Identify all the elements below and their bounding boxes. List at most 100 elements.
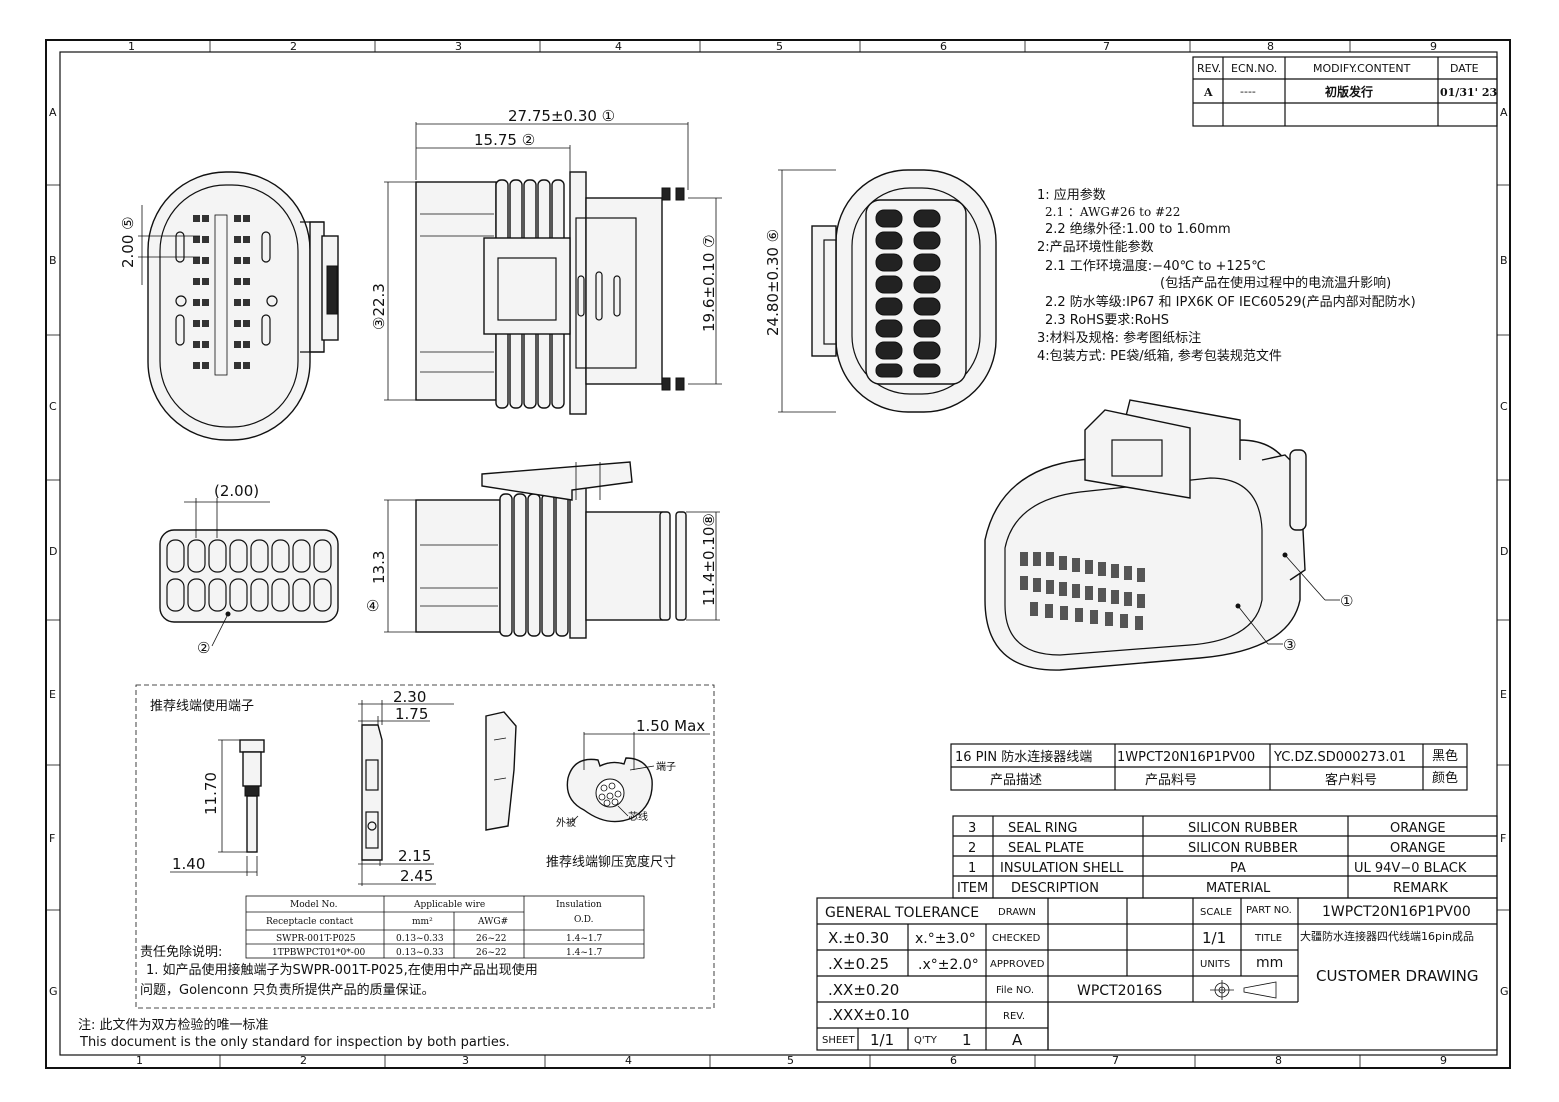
border-frame <box>45 39 1511 1069</box>
approved-label: APPROVED <box>990 959 1045 970</box>
product-desc-label: 产品描述 <box>990 773 1042 788</box>
date-header: DATE <box>1450 62 1479 75</box>
col-label: 8 <box>1267 40 1274 53</box>
th-receptacle: Receptacle contact <box>266 917 354 927</box>
td-od: 1.4~1.7 <box>566 948 602 958</box>
product-part-label: 产品料号 <box>1145 773 1197 788</box>
row-label: A <box>1500 106 1508 119</box>
product-desc: 16 PIN 防水连接器线端 <box>955 749 1092 765</box>
modify-header: MODIFY.CONTENT <box>1313 62 1411 75</box>
row-label: E <box>1500 688 1507 701</box>
terminal-title: 推荐线端使用端子 <box>150 698 254 714</box>
ang-tol-2: .x°±2.0° <box>918 957 979 973</box>
callout-4: ④ <box>366 597 379 615</box>
th-od: O.D. <box>574 915 594 925</box>
dim-11-70: 11.70 <box>202 772 220 815</box>
tol-x: X.±0.30 <box>828 929 889 947</box>
dim-2-00-paren: (2.00) <box>214 482 259 500</box>
product-color: 黑色 <box>1432 748 1458 764</box>
customer-part-label: 客户料号 <box>1325 772 1377 788</box>
product-table: 16 PIN 防水连接器线端 1WPCT20N16P1PV00 YC.DZ.SD… <box>950 743 1468 791</box>
rear-pin-grid <box>875 209 941 378</box>
td-awg: 26~22 <box>476 948 506 958</box>
col-label: 5 <box>787 1054 794 1067</box>
th-awg: AWG# <box>477 917 508 927</box>
note-line: 3:材料及规格: 参考图纸标注 <box>1037 330 1201 346</box>
th-wire: Applicable wire <box>413 900 485 910</box>
seal-plate-view: (2.00) ② <box>159 482 339 657</box>
dim-27-75: 27.75±0.30 ① <box>508 107 615 125</box>
th-mm2: mm² <box>412 917 433 927</box>
dim-2-15: 2.15 <box>398 847 431 865</box>
bom-item: 2 <box>968 841 976 856</box>
modify-value: 初版发行 <box>1325 84 1373 99</box>
customer-drawing: CUSTOMER DRAWING <box>1316 967 1478 985</box>
drawn-label: DRAWN <box>998 907 1036 918</box>
col-label: 4 <box>625 1054 632 1067</box>
callout-2: ② <box>197 639 210 657</box>
rev-value: A <box>1203 86 1213 99</box>
row-label: G <box>49 985 58 998</box>
dim-19-6: 19.6±0.10 ⑦ <box>700 234 718 332</box>
ecn-value: ---- <box>1240 85 1256 98</box>
bom-item: 1 <box>968 861 976 876</box>
row-label: E <box>49 688 56 701</box>
title-block: GENERAL TOLERANCE X.±0.30 .X±0.25 .XX±0.… <box>816 897 1498 1051</box>
scale-label: SCALE <box>1200 907 1232 918</box>
bom-remark: ORANGE <box>1390 821 1446 836</box>
row-label: D <box>1500 545 1508 558</box>
col-label: 1 <box>128 40 135 53</box>
label-core: 芯线 <box>628 810 648 823</box>
bom-desc: SEAL RING <box>1008 821 1077 836</box>
col-label: 8 <box>1275 1054 1282 1067</box>
qty-label: Q'TY <box>914 1035 938 1046</box>
dim-15-75: 15.75 ② <box>474 131 535 149</box>
bom-desc: INSULATION SHELL <box>1000 861 1124 876</box>
col-label: 9 <box>1440 1054 1447 1067</box>
disclaimer-title: 责任免除说明: <box>140 945 222 960</box>
customer-part: YC.DZ.SD000273.01 <box>1273 750 1406 765</box>
title-value: 大疆防水连接器四代线端16pin成品 <box>1300 929 1474 943</box>
bom-material: PA <box>1230 861 1246 876</box>
callout-3: ③ <box>1283 636 1296 654</box>
front-view: 2.00 ⑤ <box>119 171 339 441</box>
col-label: 2 <box>290 40 297 53</box>
col-label: 6 <box>940 40 947 53</box>
td-mm2: 0.13~0.33 <box>396 948 444 958</box>
date-value: 01/31' 23 <box>1440 86 1497 99</box>
front-pin-grid <box>193 215 250 369</box>
note-line: 2.1 ：AWG#26 to #22 <box>1045 205 1180 219</box>
side-view: 27.75±0.30 ① 15.75 ② ③22.3 19.6±0 <box>370 107 722 415</box>
col-label: 2 <box>300 1054 307 1067</box>
rear-view: 24.80±0.30 ⑥ <box>764 169 997 413</box>
tol-x3: .XXX±0.10 <box>828 1006 910 1024</box>
dim-24-80: 24.80±0.30 ⑥ <box>764 229 782 336</box>
bom-header-material: MATERIAL <box>1206 881 1271 896</box>
dim-2-45: 2.45 <box>400 867 433 885</box>
bom-material: SILICON RUBBER <box>1188 821 1298 836</box>
sheet-label: SHEET <box>822 1035 856 1046</box>
note-line: (包括产品在使用过程中的电流温升影响) <box>1160 275 1391 291</box>
dim-1-40: 1.40 <box>172 855 205 873</box>
footer-note-cn: 注: 此文件为双方检验的唯一标准 <box>78 1017 269 1033</box>
title-label: TITLE <box>1254 933 1282 944</box>
disclaimer-line: 问题，Golenconn 只负责所提供产品的质量保证。 <box>140 982 435 998</box>
col-label: 3 <box>455 40 462 53</box>
seal-holes <box>166 539 332 612</box>
note-line: 2:产品环境性能参数 <box>1037 239 1154 255</box>
bom-material: SILICON RUBBER <box>1188 841 1298 856</box>
note-line: 1: 应用参数 <box>1037 187 1106 203</box>
td-awg: 26~22 <box>476 934 506 944</box>
dim-13-3: 13.3 <box>370 551 388 584</box>
bom-desc: SEAL PLATE <box>1008 841 1084 856</box>
callout-1: ① <box>1340 592 1353 610</box>
note-line: 2.2 绝缘外径:1.00 to 1.60mm <box>1045 221 1231 237</box>
rev-label: REV. <box>1003 1011 1025 1022</box>
bom-header-desc: DESCRIPTION <box>1011 881 1099 896</box>
product-part: 1WPCT20N16P1PV00 <box>1117 750 1255 765</box>
rev-header: REV. <box>1197 62 1221 75</box>
label-terminal: 端子 <box>656 760 676 773</box>
general-tolerance: GENERAL TOLERANCE <box>825 905 979 921</box>
col-label: 6 <box>950 1054 957 1067</box>
